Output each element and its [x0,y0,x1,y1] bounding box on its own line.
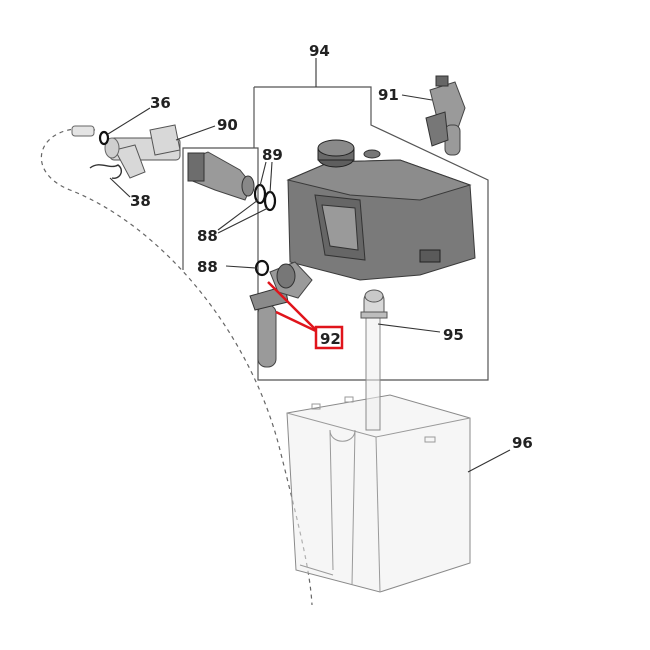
callout-89: 89 [262,146,283,164]
hose-dashed-line [40,128,313,606]
callout-88-lower: 88 [197,258,218,276]
leader-91 [401,94,433,101]
callout-96: 96 [512,434,533,452]
leader-92a [267,281,319,333]
leader-88b [225,265,257,269]
callout-92: 92 [320,330,341,348]
callout-38: 38 [130,192,151,210]
water-tank-96 [286,394,471,593]
callout-36: 36 [150,94,171,112]
o-ring-36 [98,130,110,146]
leader-38 [109,177,131,198]
callout-94: 94 [309,42,330,60]
group-94-frame [182,86,489,381]
callout-95: 95 [443,326,464,344]
connector-89 [187,151,255,201]
reservoir-housing [286,139,476,281]
leader-92b [275,310,319,334]
callout-92-box [314,325,344,350]
o-ring-89a [253,183,267,205]
inlet-assembly-90 [71,124,181,179]
leader-89b [269,161,273,194]
leader-96 [467,449,511,473]
leader-95 [377,323,441,333]
leader-88a-2 [217,207,269,234]
clip-38 [89,164,122,179]
callout-91: 91 [378,86,399,104]
leader-89a [259,161,267,187]
leader-36 [107,107,151,135]
leader-90 [175,125,216,141]
callout-88-upper: 88 [197,227,218,245]
valve-fitting-91 [425,75,466,156]
o-ring-89b [263,190,277,212]
callout-90: 90 [217,116,238,134]
leader-88a-1 [217,199,259,231]
suction-tube-95 [360,289,388,431]
